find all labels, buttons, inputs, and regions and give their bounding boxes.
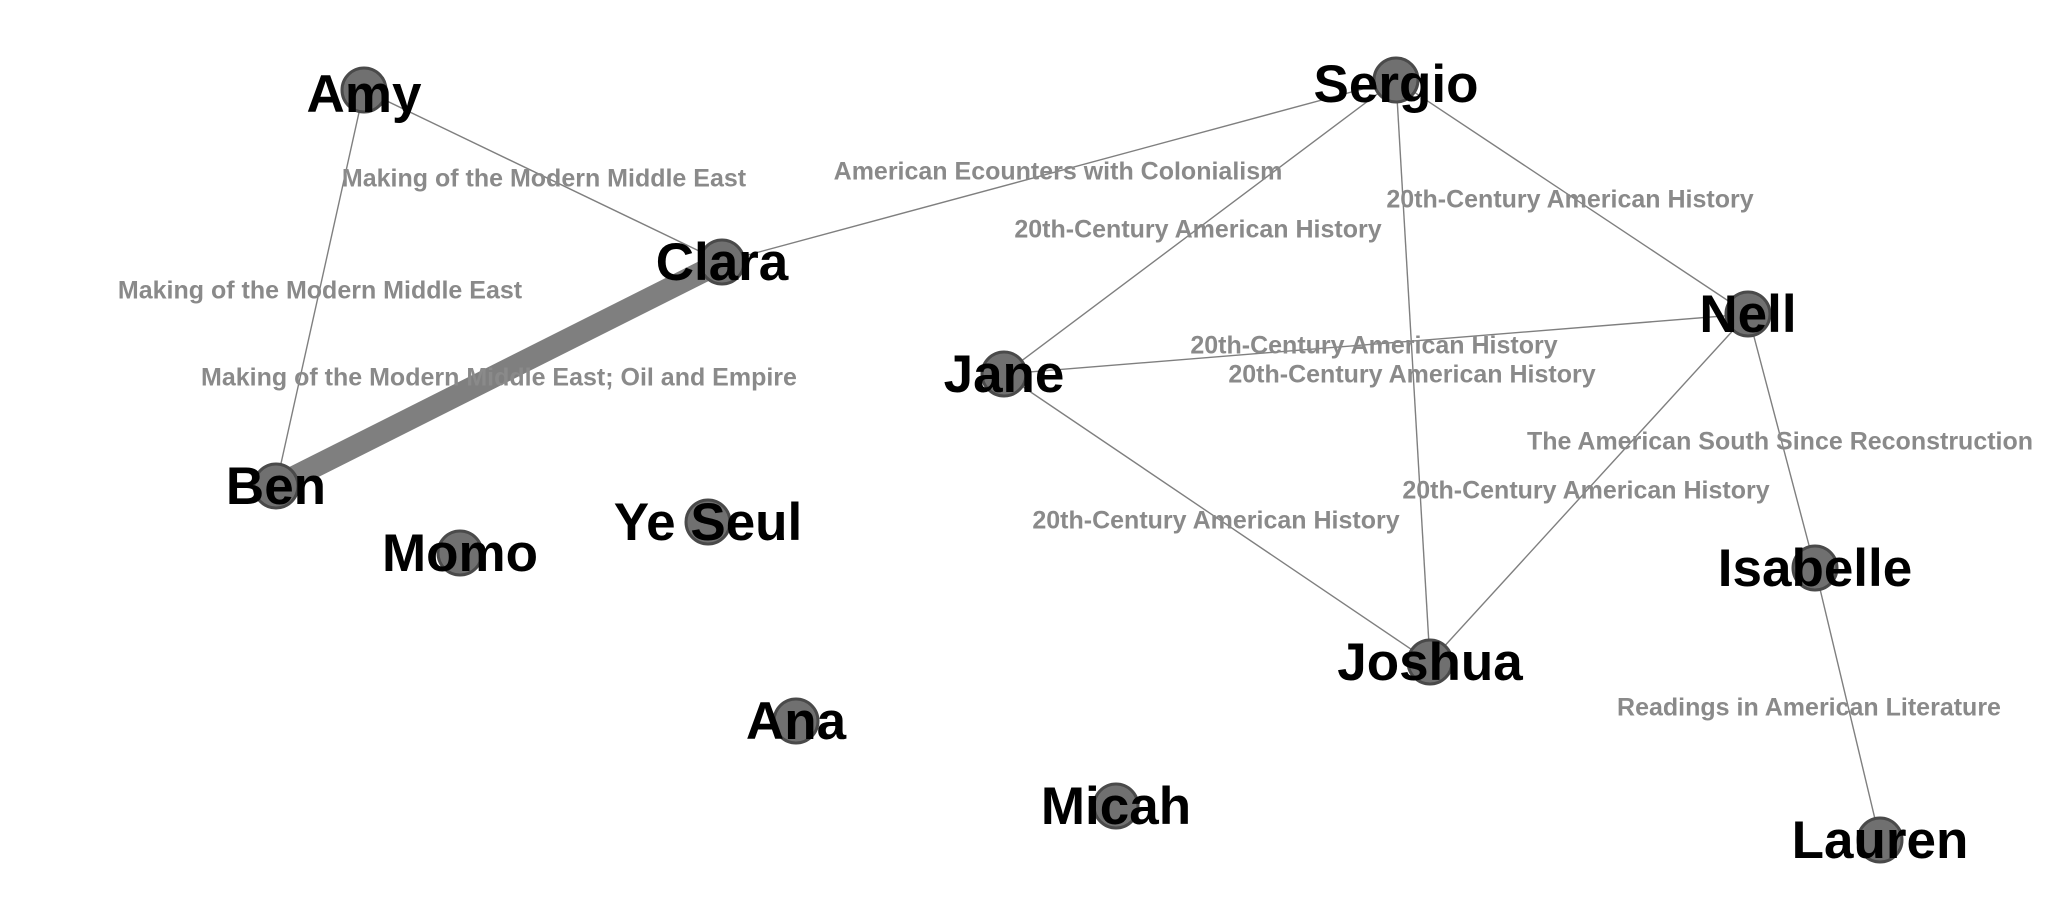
node-label-ana: Ana <box>746 692 847 751</box>
edges-layer <box>271 79 1881 841</box>
node-clara[interactable] <box>698 238 746 286</box>
node-amy[interactable] <box>340 66 388 114</box>
node-micah[interactable] <box>1092 782 1140 830</box>
node-label-joshua: Joshua <box>1337 633 1523 692</box>
edge-jane-joshua <box>1003 373 1431 663</box>
edge-label-amy-ben: Making of the Modern Middle East <box>118 277 523 305</box>
edge-label-amy-clara: Making of the Modern Middle East <box>342 165 747 193</box>
node-label-nell: Nell <box>1699 285 1796 344</box>
node-sergio[interactable] <box>1372 56 1420 104</box>
edge-sergio-nell <box>1395 79 1749 315</box>
node-label-lauren: Lauren <box>1792 811 1969 870</box>
node-ben[interactable] <box>252 462 300 510</box>
nodes-layer <box>252 56 1904 864</box>
edge-ben-clara <box>271 252 727 496</box>
node-momo[interactable] <box>436 529 484 577</box>
edge-nell-joshua <box>1429 313 1749 663</box>
node-label-ben: Ben <box>226 457 326 516</box>
edge-label-isabelle-lauren: Readings in American Literature <box>1617 694 2001 722</box>
node-ana[interactable] <box>772 697 820 745</box>
edge-clara-sergio <box>721 79 1397 263</box>
node-label-clara: Clara <box>656 233 789 292</box>
edge-jane-nell <box>1003 313 1749 375</box>
edge-amy-ben <box>275 89 365 487</box>
node-label-jane: Jane <box>944 345 1065 404</box>
edge-nell-isabelle <box>1747 313 1816 569</box>
node-joshua[interactable] <box>1406 638 1454 686</box>
edge-isabelle-lauren <box>1814 567 1881 841</box>
node-yeseul[interactable] <box>684 498 732 546</box>
node-label-sergio: Sergio <box>1314 55 1479 114</box>
node-nell[interactable] <box>1724 290 1772 338</box>
node-isabelle[interactable] <box>1791 544 1839 592</box>
node-lauren[interactable] <box>1856 816 1904 864</box>
edge-label-sergio-nell: 20th-Century American History <box>1386 186 1753 214</box>
edge-label-clara-sergio: American Ecounters with Colonialism <box>834 158 1283 186</box>
node-label-amy: Amy <box>307 65 422 124</box>
edge-label-jane-joshua: 20th-Century American History <box>1032 507 1399 535</box>
edge-label-nell-isabelle: The American South Since Reconstruction <box>1527 428 2033 456</box>
node-jane[interactable] <box>980 350 1028 398</box>
edge-label-ben-clara: Making of the Modern Middle East; Oil an… <box>201 364 797 392</box>
edge-label-nell-joshua: 20th-Century American History <box>1402 477 1769 505</box>
node-label-isabelle: Isabelle <box>1718 539 1912 598</box>
node-label-micah: Micah <box>1041 777 1191 836</box>
edge-amy-clara <box>363 89 723 263</box>
node-label-yeseul: Ye Seul <box>614 493 803 552</box>
edge-sergio-joshua <box>1395 79 1431 663</box>
edge-label-jane-nell: 20th-Century American History <box>1190 332 1557 360</box>
edge-label-sergio-joshua: 20th-Century American History <box>1228 361 1595 389</box>
node-label-momo: Momo <box>382 524 538 583</box>
edge-sergio-jane <box>1003 79 1397 375</box>
edge-label-sergio-jane: 20th-Century American History <box>1014 216 1381 244</box>
